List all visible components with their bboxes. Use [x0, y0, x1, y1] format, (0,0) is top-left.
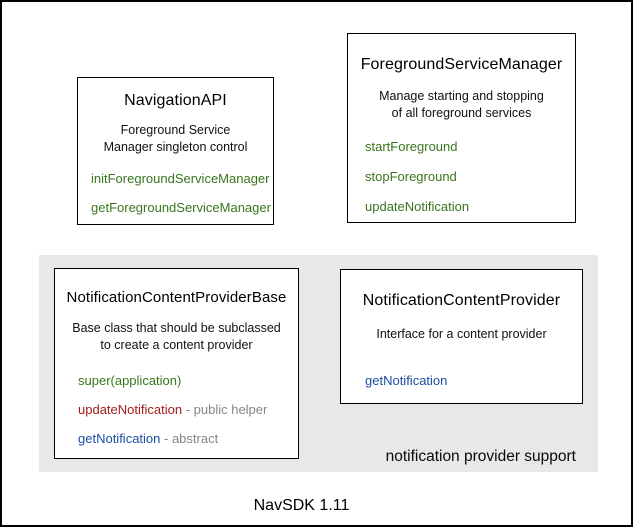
method-name: getForegroundServiceManager [91, 200, 271, 216]
class-desc-foreground-service-manager: Manage starting and stopping of all fore… [348, 88, 575, 121]
method-start-foreground: startForeground [365, 139, 575, 154]
class-desc-navigation-api: Foreground Service Manager singleton con… [78, 122, 273, 155]
class-box-notification-content-provider: NotificationContentProvider Interface fo… [340, 269, 583, 404]
method-list-foreground-service-manager: startForeground stopForeground updateNot… [348, 139, 575, 214]
method-list-navigation-api: initForegroundServiceManager getForegrou… [78, 171, 273, 215]
method-name: initForegroundServiceManager [91, 171, 270, 187]
panel-caption: notification provider support [385, 448, 576, 465]
method-get-notification: getNotification - abstract [78, 431, 298, 446]
method-name: updateNotification [365, 199, 470, 215]
method-stop-foreground: stopForeground [365, 169, 575, 184]
class-box-notification-content-provider-base: NotificationContentProviderBase Base cla… [54, 268, 299, 459]
method-name: getNotification [78, 431, 161, 447]
class-title-navigation-api: NavigationAPI [124, 92, 227, 109]
method-name: super(application) [78, 373, 182, 389]
method-list-notification-content-provider-base: super(application) updateNotification - … [55, 373, 298, 446]
method-get-foreground-service-manager: getForegroundServiceManager [91, 200, 273, 215]
method-super-application: super(application) [78, 373, 298, 388]
class-box-navigation-api: NavigationAPI Foreground Service Manager… [77, 77, 274, 225]
class-title-notification-content-provider: NotificationContentProvider [362, 292, 561, 309]
class-desc-notification-content-provider-base: Base class that should be subclassed to … [55, 320, 298, 353]
sdk-version-label: NavSDK 1.11 [253, 497, 350, 514]
method-get-notification: getNotification [365, 373, 582, 388]
class-title-foreground-service-manager: ForegroundServiceManager [360, 56, 563, 73]
method-list-notification-content-provider: getNotification [341, 373, 582, 388]
class-title-notification-content-provider-base: NotificationContentProviderBase [66, 289, 287, 306]
method-annotation: - public helper [182, 402, 268, 418]
method-update-notification: updateNotification - public helper [78, 402, 298, 417]
class-box-foreground-service-manager: ForegroundServiceManager Manage starting… [347, 33, 576, 223]
method-name: updateNotification [78, 402, 183, 418]
method-update-notification: updateNotification [365, 199, 575, 214]
desc-line: of all foreground services [391, 105, 532, 120]
desc-line: to create a content provider [100, 337, 253, 352]
desc-line: Base class that should be subclassed [72, 321, 281, 336]
desc-line: Interface for a content provider [376, 327, 547, 342]
method-annotation: - abstract [160, 431, 219, 447]
desc-line: Manager singleton control [103, 139, 248, 154]
class-desc-notification-content-provider: Interface for a content provider [341, 326, 582, 343]
notification-provider-support-panel: NotificationContentProviderBase Base cla… [39, 255, 598, 472]
method-name: startForeground [365, 139, 458, 155]
desc-line: Foreground Service [120, 123, 231, 138]
desc-line: Manage starting and stopping [379, 89, 544, 104]
method-name: stopForeground [365, 169, 457, 185]
method-init-foreground-service-manager: initForegroundServiceManager [91, 171, 273, 186]
method-name: getNotification [365, 372, 448, 388]
